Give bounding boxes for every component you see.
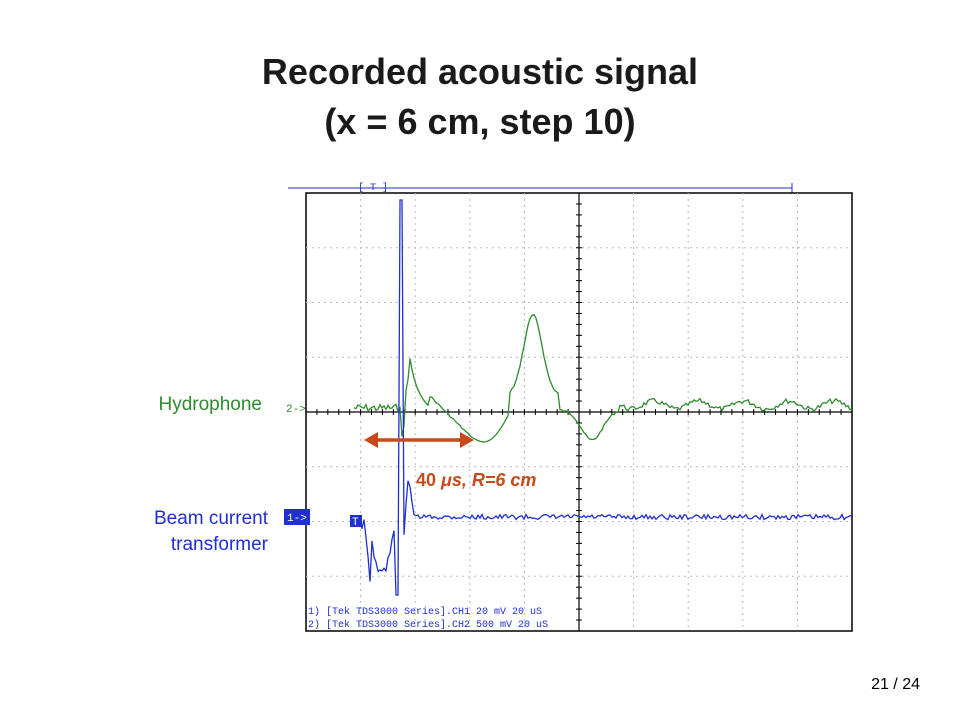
beam-current-label: Beam current transformer bbox=[100, 506, 268, 558]
slide-title: Recorded acoustic signal bbox=[261, 51, 699, 92]
ch2-marker: 2-> bbox=[286, 404, 306, 416]
slide-subtitle: (x = 6 cm, step 10) bbox=[324, 101, 636, 142]
ch1-marker-box bbox=[284, 509, 310, 525]
beam-current-label-line2: transformer bbox=[170, 534, 268, 555]
arrow-annotation-unit: μs, R=6 cm bbox=[441, 470, 537, 490]
hydrophone-label: Hydrophone bbox=[100, 392, 262, 418]
trigger-marker-box bbox=[350, 515, 362, 527]
page-number: 21 / 24 bbox=[871, 676, 920, 693]
beam-trace bbox=[359, 199, 853, 596]
scope-legend-line2: 2) [Tek TDS3000 Series].CH2 500 mV 20 uS bbox=[308, 619, 548, 631]
hydrophone-label-text: Hydrophone bbox=[158, 394, 262, 415]
top-trigger-marker: [ T ] bbox=[358, 182, 388, 194]
graticule-grid bbox=[305, 192, 853, 632]
beam-current-label-line1: Beam current bbox=[153, 508, 268, 529]
trigger-marker: T bbox=[352, 517, 359, 529]
hydrophone-trace bbox=[353, 313, 853, 443]
arrow-annotation-number: 40 bbox=[416, 470, 442, 490]
oscilloscope-display: [ T ] 2-> 1-> T 1) [Tek TDS3000 Series].… bbox=[284, 182, 853, 632]
time-of-flight-arrow bbox=[364, 432, 474, 448]
arrow-annotation: 40 μs, R=6 cm bbox=[416, 470, 536, 491]
ch1-marker: 1-> bbox=[287, 513, 307, 525]
scope-legend-line1: 1) [Tek TDS3000 Series].CH1 20 mV 20 uS bbox=[308, 606, 542, 618]
